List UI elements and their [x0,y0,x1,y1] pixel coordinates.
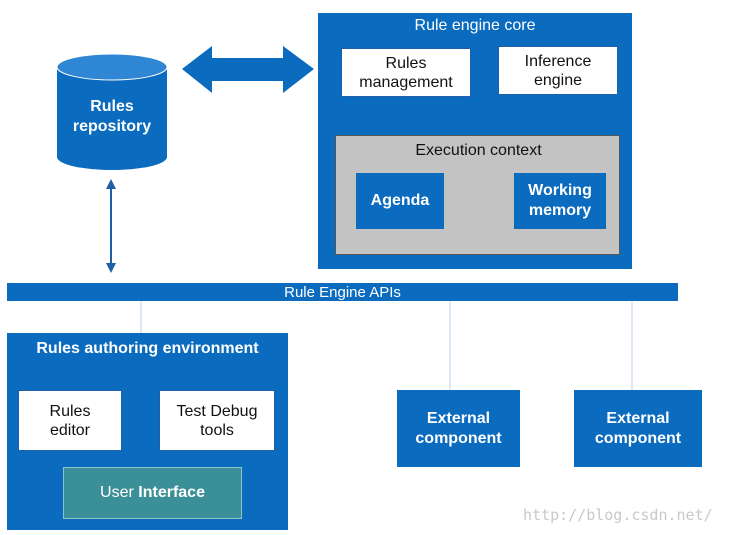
external-component-2-line2: component [594,429,682,447]
rules-editor-line1: Rules [49,402,91,420]
external-component-2-line1: External [606,409,670,427]
external-component-1-line2: component [415,429,502,447]
rule-engine-apis-label: Rule Engine APIs [284,283,401,301]
working-memory-box: Working memory [514,173,606,229]
test-debug-line2: tools [200,421,234,439]
repository-label-line1: Rules [90,98,134,115]
watermark-url: http://blog.csdn.net/ [523,506,713,524]
rule-engine-apis-bar: Rule Engine APIs [7,283,678,301]
repository-label-line2: repository [72,118,152,135]
inference-engine-box: Inference engine [498,46,618,95]
execution-context-title: Execution context [415,142,542,159]
agenda-label: Agenda [370,192,430,209]
rules-editor-line2: editor [49,421,91,439]
rules-management-box: Rules management [341,48,471,97]
rules-management-line2: management [359,73,453,91]
test-debug-tools-box: Test Debug tools [159,390,275,451]
repository-api-arrow-head-down [106,263,116,273]
user-interface-label-part2: Interface [138,484,205,501]
inference-engine-line2: engine [533,71,583,89]
rule-engine-core-panel: Rule engine core Rules management Infere… [318,13,632,269]
inference-engine-line1: Inference [524,52,592,70]
agenda-box: Agenda [356,173,444,229]
rules-authoring-title: Rules authoring environment [36,340,259,357]
rules-editor-box: Rules editor [18,390,122,451]
rules-management-line1: Rules [385,54,427,72]
user-interface-box: User Interface [63,467,242,519]
repository-core-double-arrow [182,46,314,93]
external-component-box-2: External component [574,390,702,467]
test-debug-line1: Test Debug [176,402,258,420]
rules-authoring-environment-panel: Rules authoring environment Rules editor… [7,333,288,530]
rule-engine-core-title: Rule engine core [414,17,536,34]
repository-api-arrow-head-up [106,179,116,189]
working-memory-line2: memory [528,202,592,219]
execution-context-panel: Execution context Agenda Working memory [335,135,620,255]
rules-repository-database-icon: Rules repository [57,53,167,171]
external-component-1-line1: External [426,409,491,427]
external-component-box-1: External component [397,390,520,467]
working-memory-line1: Working [528,182,592,199]
user-interface-label-part1: User [100,484,139,501]
